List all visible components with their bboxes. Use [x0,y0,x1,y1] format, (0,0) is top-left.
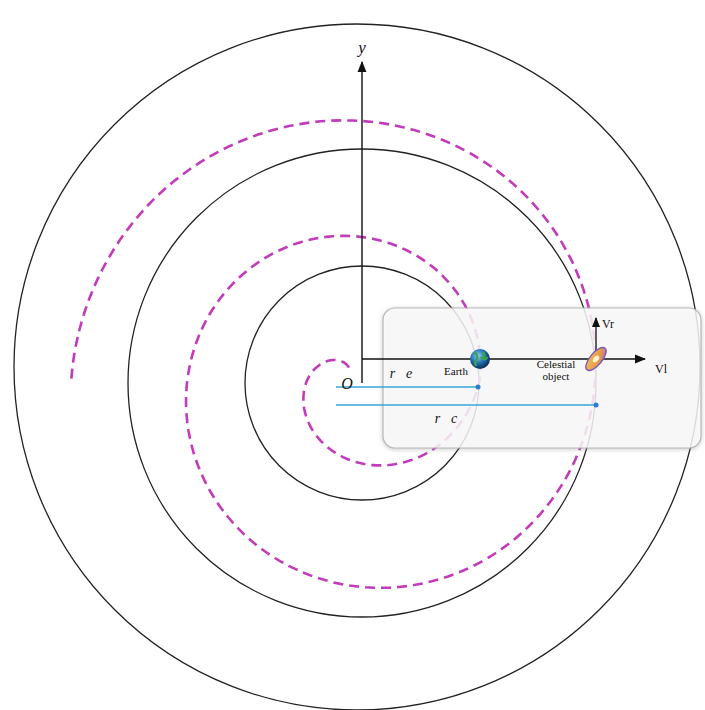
galaxy-core [592,354,601,363]
earth-radius-vector [336,386,476,388]
galaxy-disk [582,344,609,373]
object-label: Celestial object [532,359,580,382]
origin-label: O [341,376,353,393]
vector-label: r⃗e [390,367,413,382]
earth-land [474,352,487,366]
y-axis [361,62,362,383]
earth-globe [470,349,490,369]
outer-circle [14,24,700,710]
velocity-label: Vl [655,363,667,376]
vector-end [594,403,599,408]
object-radius-vector [336,404,594,406]
vector-end [476,385,481,390]
axis-label: y [358,39,366,57]
vector-label: r⃗c [435,412,458,427]
velocity-label: Vr [602,318,614,331]
inset-panel [383,308,701,448]
object-label: Earth [444,366,468,378]
